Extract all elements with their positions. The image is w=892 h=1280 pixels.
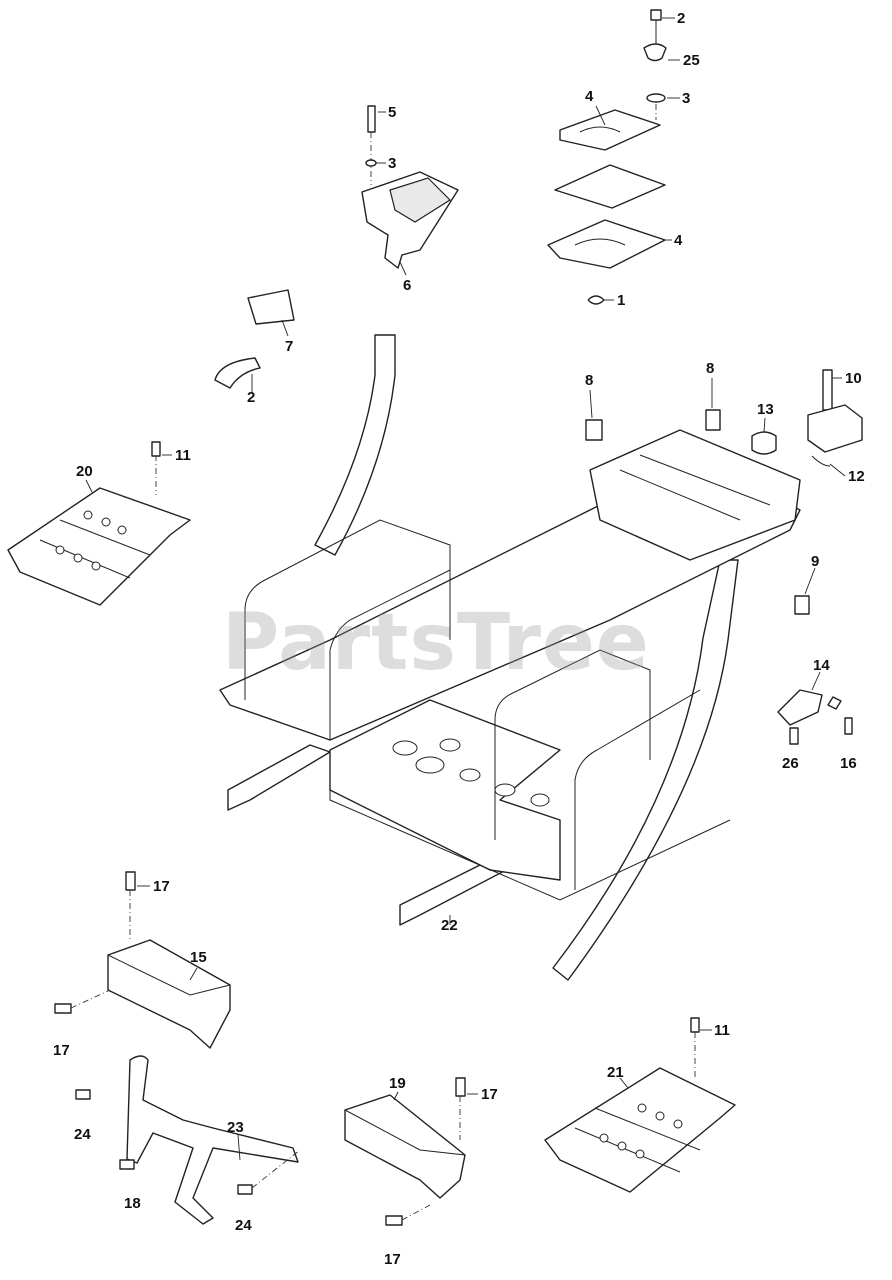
callout-9: 9 [811, 553, 820, 570]
callout-11-right: 11 [714, 1022, 730, 1039]
callout-17-top: 17 [153, 878, 170, 895]
bracket-assembly [214, 289, 295, 389]
callout-18: 18 [124, 1195, 141, 1212]
callout-17-bottom: 17 [384, 1251, 401, 1268]
callout-24-bottom: 24 [235, 1217, 252, 1234]
callout-11-left: 11 [175, 447, 191, 464]
callout-15: 15 [190, 949, 207, 966]
callout-8-right: 8 [706, 360, 715, 377]
callout-17-left: 17 [53, 1042, 70, 1059]
callout-14: 14 [813, 657, 830, 674]
main-frame [219, 334, 801, 981]
shield-assembly [361, 105, 459, 269]
callout-7: 7 [285, 338, 294, 355]
callout-6: 6 [403, 277, 412, 294]
right-small-parts [585, 369, 863, 745]
callout-23: 23 [227, 1119, 244, 1136]
callout-22: 22 [441, 917, 458, 934]
callout-1: 1 [617, 292, 626, 309]
support-rod-assembly [75, 1055, 301, 1225]
callout-24-left: 24 [74, 1126, 91, 1143]
callout-13: 13 [757, 401, 774, 418]
callout-26: 26 [782, 755, 799, 772]
callout-3-left: 3 [388, 155, 397, 172]
bracket-15-assembly [54, 871, 231, 1049]
callout-20: 20 [76, 463, 93, 480]
callout-5: 5 [388, 104, 397, 121]
callout-16: 16 [840, 755, 857, 772]
callout-2-left: 2 [247, 389, 256, 406]
plate-stack-assembly [547, 9, 667, 305]
leader-lines [85, 17, 846, 1161]
callout-25: 25 [683, 52, 700, 69]
callout-12: 12 [848, 468, 865, 485]
bracket-19-assembly [344, 1077, 466, 1226]
watermark: PartsTree [222, 598, 650, 688]
callout-4-bottom: 4 [674, 232, 683, 249]
callout-8-left: 8 [585, 372, 594, 389]
callout-17-right: 17 [481, 1086, 498, 1103]
callout-3-right: 3 [682, 90, 691, 107]
floor-plate-right [544, 1017, 736, 1193]
callout-19: 19 [389, 1075, 406, 1092]
callout-4-top: 4 [585, 88, 594, 105]
callout-10: 10 [845, 370, 862, 387]
callout-2-top: 2 [677, 10, 686, 27]
floor-plate-left [7, 441, 191, 606]
callout-21: 21 [607, 1064, 624, 1081]
